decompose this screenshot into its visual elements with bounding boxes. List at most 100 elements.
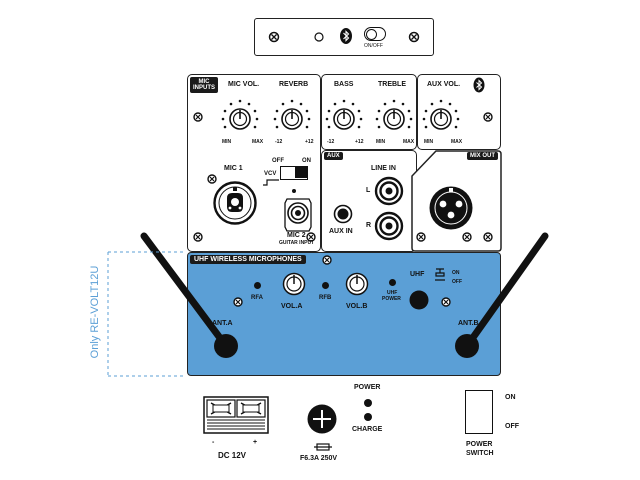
- line-in-label: LINE IN: [371, 165, 396, 172]
- screw-icon: [483, 232, 493, 242]
- antenna-b[interactable]: [450, 230, 560, 360]
- uhf-on-label: ON: [452, 270, 460, 276]
- screw-icon: [416, 232, 426, 242]
- antenna-a[interactable]: [130, 230, 250, 360]
- bass-knob[interactable]: [325, 99, 363, 137]
- xlr-output-jack[interactable]: [428, 185, 474, 231]
- vcv-switch-off-label: OFF: [272, 158, 284, 164]
- dc-minus-label: -: [212, 439, 215, 446]
- screw-icon: [207, 174, 217, 184]
- uhf-off-label: OFF: [452, 279, 462, 285]
- vcv-curve-icon: [263, 179, 279, 186]
- charge-led-label: CHARGE: [352, 426, 383, 433]
- mic-inputs-tag-line1: MIC: [198, 79, 210, 85]
- mic2-label: MIC 2: [287, 232, 306, 239]
- vcv-label: VCV: [264, 171, 277, 177]
- line-in-r-label: R: [366, 222, 372, 229]
- screw-icon: [322, 255, 332, 265]
- screw-icon: [408, 31, 420, 43]
- uhf-wireless-panel: [187, 252, 501, 376]
- reverb-max: +12: [305, 139, 314, 145]
- side-note-text: Only RE-VOLT12U: [89, 265, 101, 359]
- side-note-bracket: [107, 251, 186, 377]
- aux-in-jack[interactable]: [333, 204, 353, 224]
- aux-panel: [321, 150, 417, 252]
- treble-knob[interactable]: [375, 99, 413, 137]
- led-indicator: [314, 32, 324, 42]
- aux-vol-panel: [417, 74, 501, 150]
- mic2-guitar-jack[interactable]: [283, 197, 313, 233]
- screw-icon: [483, 112, 493, 122]
- bass-max: +12: [355, 139, 364, 145]
- aux-vol-knob[interactable]: [422, 99, 460, 137]
- switch-label: ON/OFF: [364, 43, 383, 49]
- uhf-power-led: [389, 279, 396, 286]
- power-switch-label-1: POWER: [466, 441, 493, 448]
- power-switch-off-label: OFF: [505, 423, 519, 430]
- vol-a-knob[interactable]: [282, 272, 306, 296]
- rfa-led: [254, 282, 261, 289]
- line-in-r-jack[interactable]: [374, 211, 404, 241]
- vol-b-label: VOL.B: [346, 303, 368, 310]
- rfa-label: RFA: [251, 295, 263, 301]
- vol-a-label: VOL.A: [281, 303, 303, 310]
- mic1-label: MIC 1: [224, 165, 243, 172]
- reverb-knob[interactable]: [273, 99, 311, 137]
- rfb-led: [322, 282, 329, 289]
- vcv-switch-on-label: ON: [302, 158, 311, 164]
- dc-12v-label: DC 12V: [218, 451, 247, 460]
- reverb-min: -12: [275, 139, 283, 145]
- power-led-label: POWER: [354, 384, 381, 391]
- aux-vol-min: MIN: [424, 139, 434, 145]
- line-in-l-label: L: [366, 187, 371, 194]
- bluetooth-onoff-switch[interactable]: [364, 27, 386, 41]
- ant-a-label: ANT.A: [212, 320, 233, 327]
- vol-b-knob[interactable]: [345, 272, 369, 296]
- power-switch-on-label: ON: [505, 394, 516, 401]
- mic-vol-label: MIC VOL.: [228, 81, 260, 88]
- mic-vol-knob[interactable]: [221, 99, 259, 137]
- aux-vol-label: AUX VOL.: [427, 81, 461, 88]
- screw-icon: [268, 31, 280, 43]
- bluetooth-icon: [473, 77, 485, 93]
- screw-icon: [306, 232, 316, 242]
- uhf-power-button[interactable]: [408, 289, 430, 311]
- aux-in-label: AUX IN: [329, 228, 353, 235]
- power-switch-label-2: SWITCH: [466, 450, 494, 457]
- guitar-input-label: GUITAR INPUT: [279, 240, 315, 246]
- fuse-label: F6.3A 250V: [300, 455, 338, 462]
- dc-plus-label: +: [253, 439, 258, 446]
- mic-vol-max: MAX: [252, 139, 264, 145]
- mix-out-tag: MIX OUT: [467, 152, 498, 160]
- fuse-symbol-icon: [314, 443, 332, 451]
- uhf-label: UHF: [410, 271, 425, 278]
- mic-inputs-tag-line2: INPUTS: [193, 85, 216, 91]
- screw-icon: [233, 297, 243, 307]
- screw-icon: [462, 232, 472, 242]
- ant-b-label: ANT.B: [458, 320, 479, 327]
- uhf-wireless-tag: UHF WIRELESS MICROPHONES: [190, 255, 306, 264]
- mic1-combo-jack[interactable]: [213, 181, 257, 225]
- fuse-holder[interactable]: [306, 403, 338, 435]
- bluetooth-icon: [340, 28, 352, 44]
- treble-label: TREBLE: [378, 81, 406, 88]
- screw-icon: [441, 297, 451, 307]
- rfb-label: RFB: [319, 295, 332, 301]
- bass-min: -12: [327, 139, 335, 145]
- bass-label: BASS: [334, 81, 354, 88]
- screw-icon: [193, 232, 203, 242]
- aux-tag: AUX: [324, 152, 343, 160]
- treble-min: MIN: [376, 139, 386, 145]
- dc-12v-connector[interactable]: [203, 396, 269, 434]
- power-switch[interactable]: [465, 390, 493, 434]
- line-in-l-jack[interactable]: [374, 176, 404, 206]
- screw-icon: [193, 112, 203, 122]
- vcv-slide-switch[interactable]: [280, 166, 308, 180]
- reverb-label: REVERB: [279, 81, 309, 88]
- push-button-icon: [435, 268, 445, 281]
- screw-dot: [292, 189, 296, 193]
- treble-max: MAX: [403, 139, 415, 145]
- uhf-power-label-2: POWER: [382, 296, 401, 302]
- charge-led: [364, 413, 372, 421]
- power-led: [364, 399, 372, 407]
